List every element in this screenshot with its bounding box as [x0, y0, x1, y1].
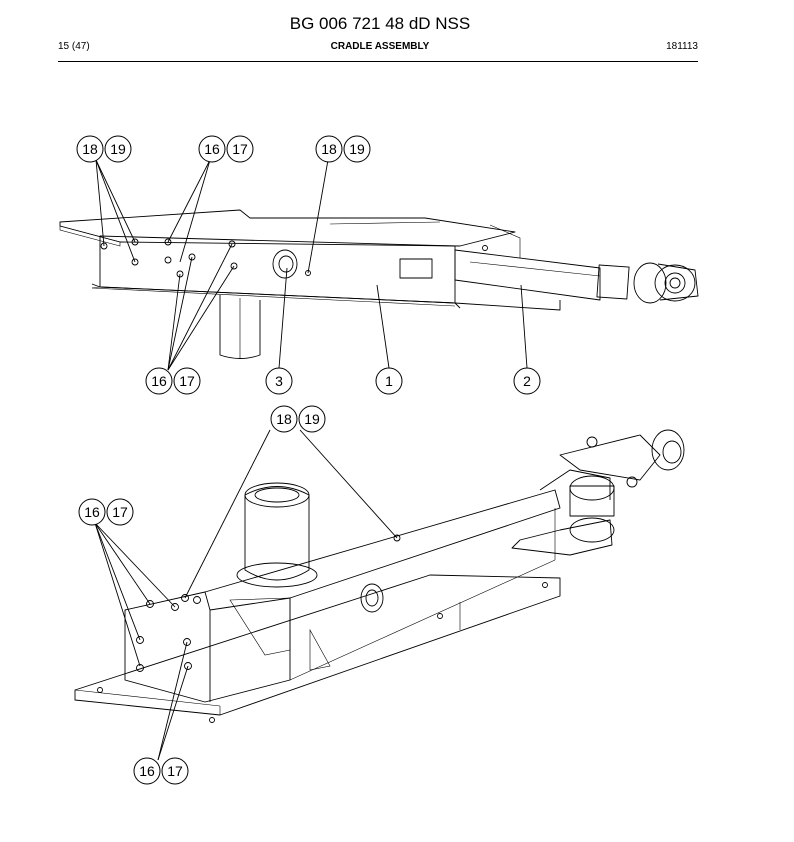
- callout-label: 17: [112, 504, 128, 520]
- callout-16-17-upper-bottom: 16 17: [145, 367, 201, 395]
- callout-label: 17: [232, 141, 248, 157]
- callout-label: 17: [179, 373, 195, 389]
- callout-label: 16: [139, 763, 155, 779]
- callout-16-17-lower-left: 16 17: [78, 498, 134, 526]
- callout-16-17-upper-top: 16 17: [198, 135, 254, 163]
- callout-label: 18: [321, 141, 337, 157]
- callout-item-1: 1: [375, 367, 403, 395]
- lower-view: [74, 429, 685, 761]
- document-date: 181113: [666, 41, 698, 52]
- callout-label: 19: [349, 141, 365, 157]
- document-title: BG 006 721 48 dD NSS: [289, 14, 471, 33]
- callout-label: 2: [523, 373, 531, 389]
- callout-label: 18: [276, 411, 292, 427]
- header-rule: [58, 61, 698, 62]
- section-title: CRADLE ASSEMBLY: [330, 41, 430, 52]
- callout-18-19-upper-left: 18 19: [76, 135, 132, 163]
- callout-label: 19: [304, 411, 320, 427]
- callout-label: 16: [204, 141, 220, 157]
- callout-item-2: 2: [513, 367, 541, 395]
- callout-16-17-lower-bottom: 16 17: [133, 757, 189, 785]
- callout-label: 18: [82, 141, 98, 157]
- callout-label: 1: [385, 373, 393, 389]
- callout-18-19-upper-right: 18 19: [315, 135, 371, 163]
- callout-label: 16: [84, 504, 100, 520]
- upper-view: [59, 159, 699, 371]
- callout-label: 17: [167, 763, 183, 779]
- callout-label: 19: [110, 141, 126, 157]
- callout-item-3: 3: [265, 367, 293, 395]
- callout-label: 16: [151, 373, 167, 389]
- page-number: 15 (47): [58, 41, 90, 52]
- callout-18-19-lower: 18 19: [270, 405, 326, 433]
- callout-label: 3: [275, 373, 283, 389]
